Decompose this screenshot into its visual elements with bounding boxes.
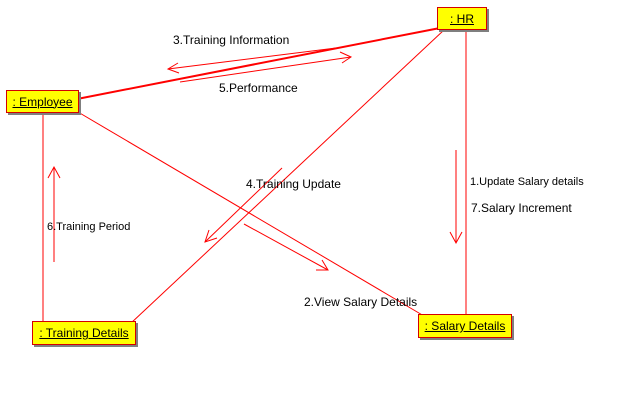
object-employee[interactable]: : Employee <box>6 90 79 113</box>
message-label-6: 6.Training Period <box>47 221 131 233</box>
message-label-2: 2.View Salary Details <box>304 295 418 309</box>
message-arrow-3 <box>166 47 337 74</box>
message-label-4: 4.Training Update <box>246 177 341 191</box>
link-hr-training-details <box>129 29 445 325</box>
message-label-1: 1.Update Salary details <box>470 176 584 188</box>
message-label-7: 7.Salary Increment <box>471 201 572 215</box>
link-hr-employee <box>71 27 441 101</box>
message-arrow-2 <box>243 223 329 271</box>
object-hr[interactable]: : HR <box>437 7 487 30</box>
link-employee-salary-details <box>77 111 425 317</box>
message-label-3: 3.Training Information <box>173 33 290 47</box>
message-arrow-1-7 <box>449 150 463 245</box>
message-arrow-4 <box>204 167 283 243</box>
message-label-5: 5.Performance <box>219 81 298 95</box>
message-arrow-5 <box>179 51 353 83</box>
message-arrow-6 <box>47 165 61 262</box>
object-salary-details[interactable]: : Salary Details <box>418 314 512 338</box>
object-training-details[interactable]: : Training Details <box>32 321 136 345</box>
